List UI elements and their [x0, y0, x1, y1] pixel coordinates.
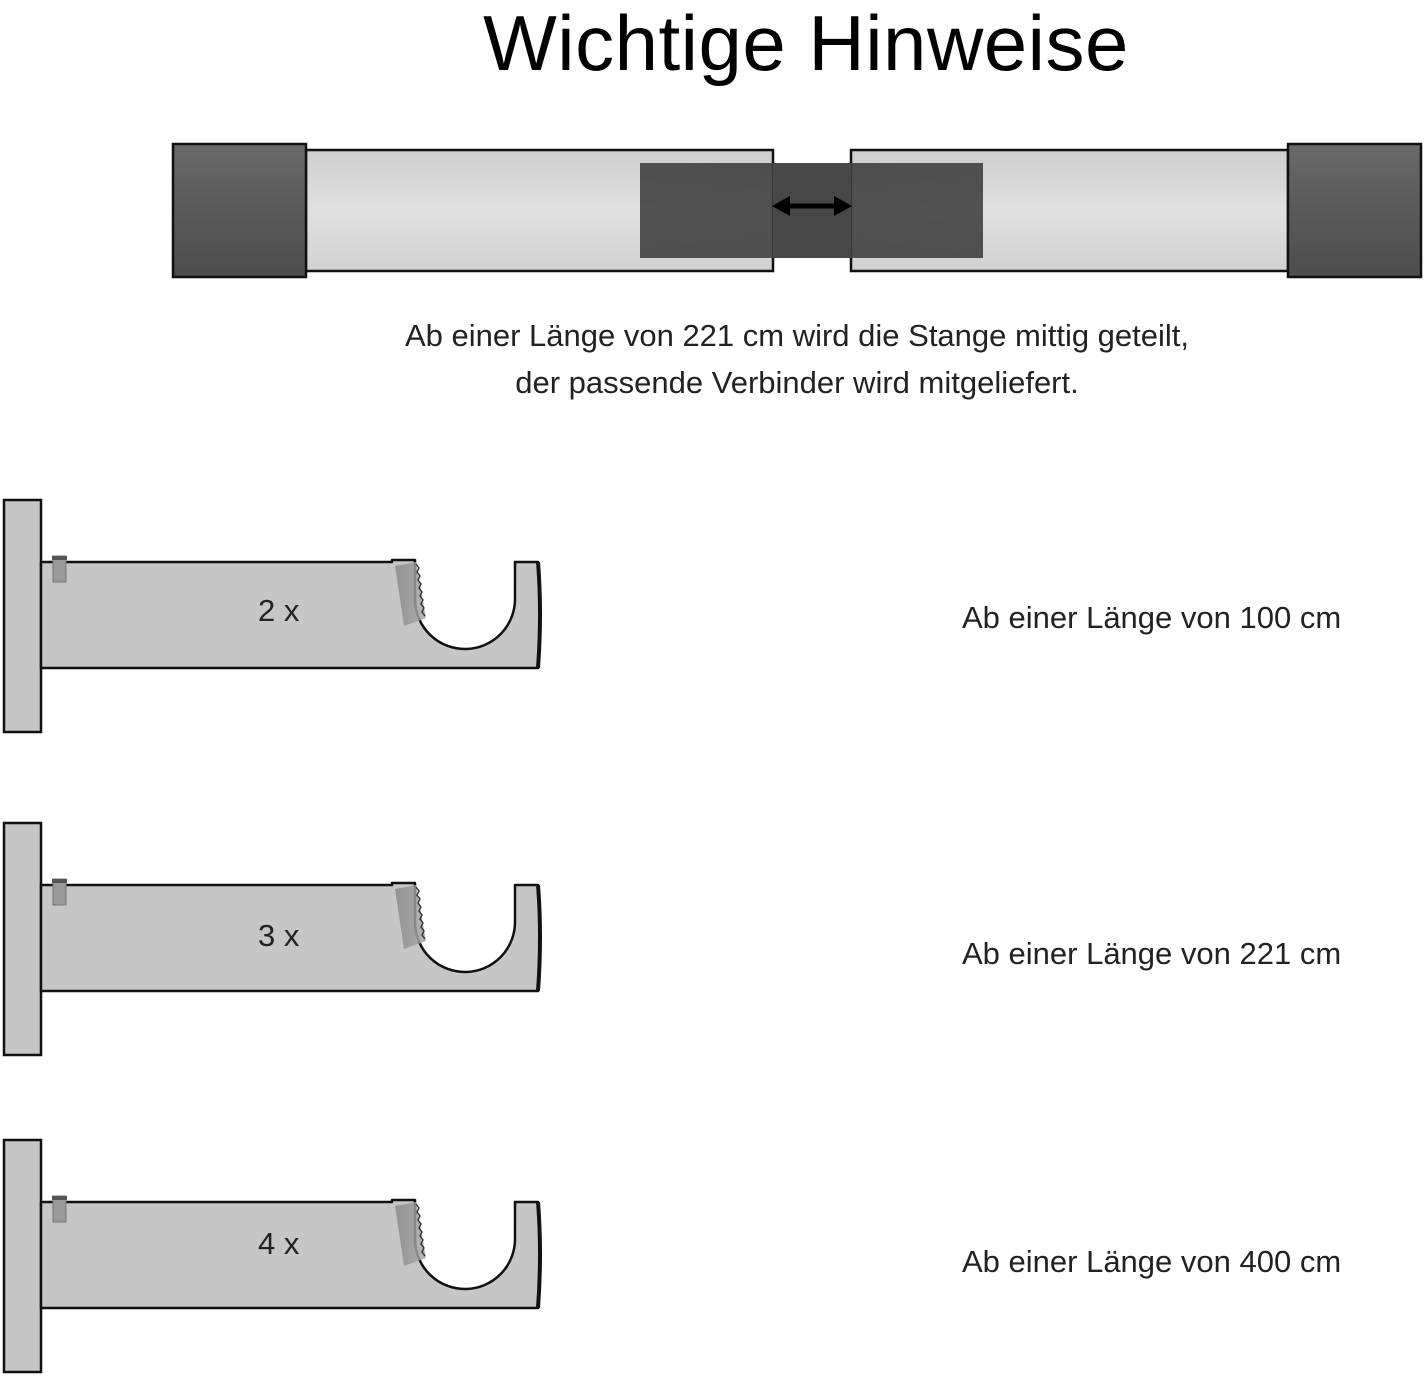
wall-bracket-icon — [2, 1138, 542, 1374]
grub-screw — [395, 885, 426, 949]
rod-note-line-1: Ab einer Länge von 221 cm wird die Stang… — [404, 318, 1190, 353]
bracket-row-1: 2 x Ab einer Länge von 100 cm — [0, 498, 1428, 738]
bracket-min-length: Ab einer Länge von 221 cm — [962, 936, 1342, 971]
double-arrow-icon — [772, 196, 852, 216]
grub-screw — [395, 562, 426, 626]
wall-plate — [2, 821, 43, 1057]
bracket-row-2: 3 x Ab einer Länge von 221 cm — [0, 821, 1428, 1061]
page-title: Wichtige Hinweise — [483, 0, 1129, 87]
bracket-row-3: 4 x Ab einer Länge von 400 cm — [0, 1138, 1428, 1378]
grub-screw — [395, 1202, 426, 1266]
rod-split-note: Ab einer Länge von 221 cm wird die Stang… — [340, 312, 1254, 406]
bracket-min-length: Ab einer Länge von 400 cm — [962, 1244, 1342, 1279]
wall-plate — [2, 1138, 43, 1374]
bracket-count: 3 x — [258, 918, 300, 953]
end-cap-right — [1286, 142, 1423, 279]
wall-bracket-icon — [2, 498, 542, 734]
bracket-count: 2 x — [258, 593, 300, 628]
wall-bracket-icon — [2, 821, 542, 1057]
wall-plate — [2, 498, 43, 734]
bracket-min-length: Ab einer Länge von 100 cm — [962, 600, 1342, 635]
bracket-count: 4 x — [258, 1226, 300, 1261]
rod-note-line-2: der passende Verbinder wird mitgeliefert… — [515, 365, 1079, 400]
curtain-rod-diagram — [171, 142, 1423, 279]
end-cap-left — [171, 142, 308, 279]
